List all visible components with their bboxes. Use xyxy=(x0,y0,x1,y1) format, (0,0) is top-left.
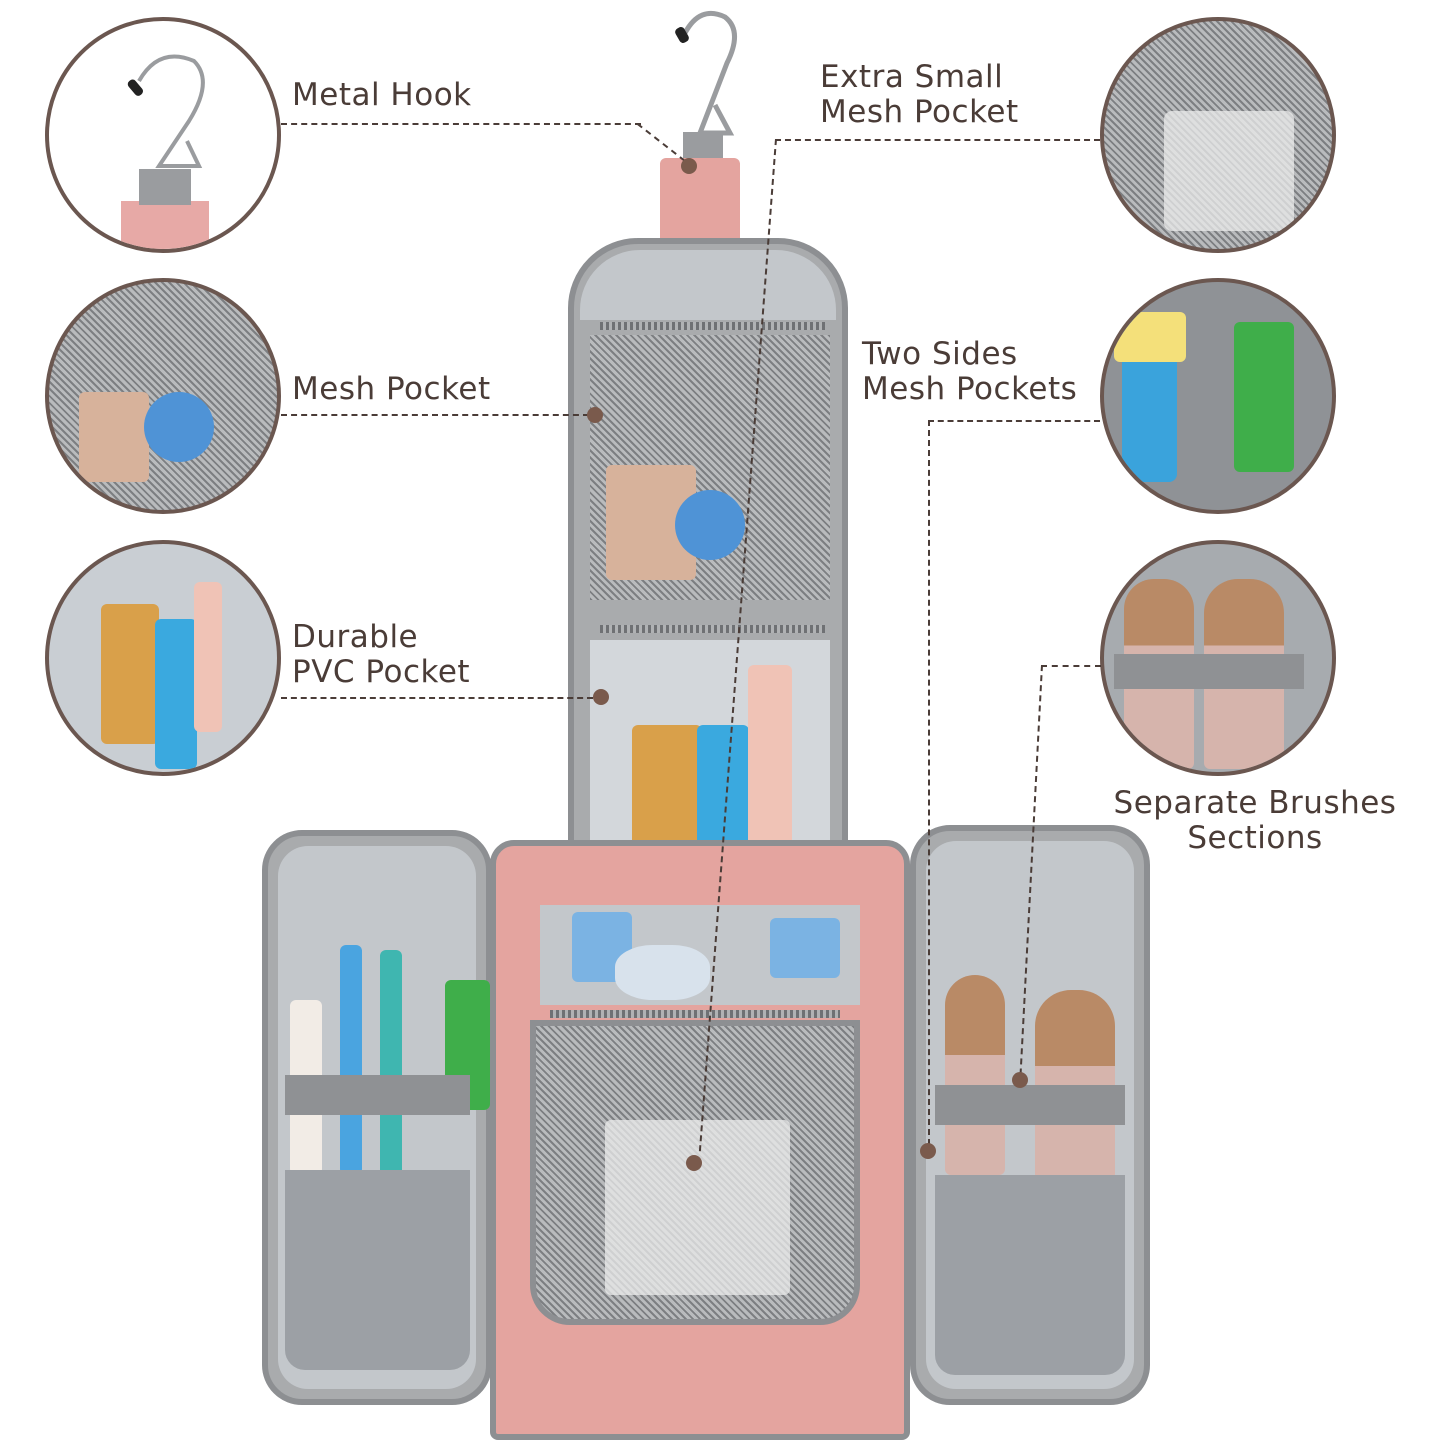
label-metal-hook: Metal Hook xyxy=(292,77,472,113)
main-item-jar-blue-2 xyxy=(770,918,840,978)
upper-mesh-zipper xyxy=(600,322,825,330)
inset-metal-hook xyxy=(45,17,281,253)
leader-mesh-pocket xyxy=(281,414,589,416)
leader-pvc-pocket xyxy=(281,697,593,699)
leader-metal-hook xyxy=(281,123,641,125)
leader-dot-extra-small-mesh xyxy=(686,1155,702,1171)
label-extra-small-mesh-pocket: Extra Small Mesh Pocket xyxy=(820,59,1019,130)
leader-dot-pvc-pocket xyxy=(593,689,609,705)
left-elastic-band xyxy=(285,1075,470,1115)
left-lower-pockets xyxy=(285,1170,470,1370)
left-item-toothbrush-2 xyxy=(380,950,402,1180)
metal-hook-icon xyxy=(675,11,737,136)
front-mesh-zipper xyxy=(550,1010,840,1018)
hook-closeup-icon xyxy=(127,54,205,168)
leader-dot-brushes xyxy=(1012,1072,1028,1088)
brush-1 xyxy=(945,975,1005,1175)
hook-strap-pink xyxy=(660,158,740,248)
inset-brushes xyxy=(1100,540,1336,776)
pvc-pocket-zipper xyxy=(600,625,825,633)
main-item-jar-clear xyxy=(615,945,710,1000)
inset-pvc-pocket xyxy=(45,540,281,776)
leader-dot-metal-hook xyxy=(681,158,697,174)
leader-brushes xyxy=(1041,665,1101,667)
leader-dot-two-sides-mesh xyxy=(920,1143,936,1159)
mesh-item-blue-compact xyxy=(675,490,745,560)
inset-mesh-pocket xyxy=(45,278,281,514)
label-mesh-pocket: Mesh Pocket xyxy=(292,371,491,407)
right-elastic-band xyxy=(935,1085,1125,1125)
left-item-toothbrush-1 xyxy=(340,945,362,1175)
inset-extra-small-mesh xyxy=(1100,17,1336,253)
leader-dot-mesh-pocket xyxy=(587,407,603,423)
leader-extra-small-mesh xyxy=(775,139,1100,141)
upper-flap-lining xyxy=(580,250,836,320)
hook-strap-grey xyxy=(683,132,723,162)
label-durable-pvc-pocket: Durable PVC Pocket xyxy=(292,619,471,690)
leader-two-sides-mesh-vert xyxy=(928,420,930,1145)
front-mesh-bottles xyxy=(605,1120,790,1295)
inset-two-sides-mesh xyxy=(1100,278,1336,514)
label-two-sides-mesh-pockets: Two Sides Mesh Pockets xyxy=(862,336,1078,407)
label-separate-brushes-sections: Separate Brushes Sections xyxy=(1113,785,1397,856)
right-lower-pockets xyxy=(935,1175,1125,1375)
leader-two-sides-mesh xyxy=(928,420,1100,422)
